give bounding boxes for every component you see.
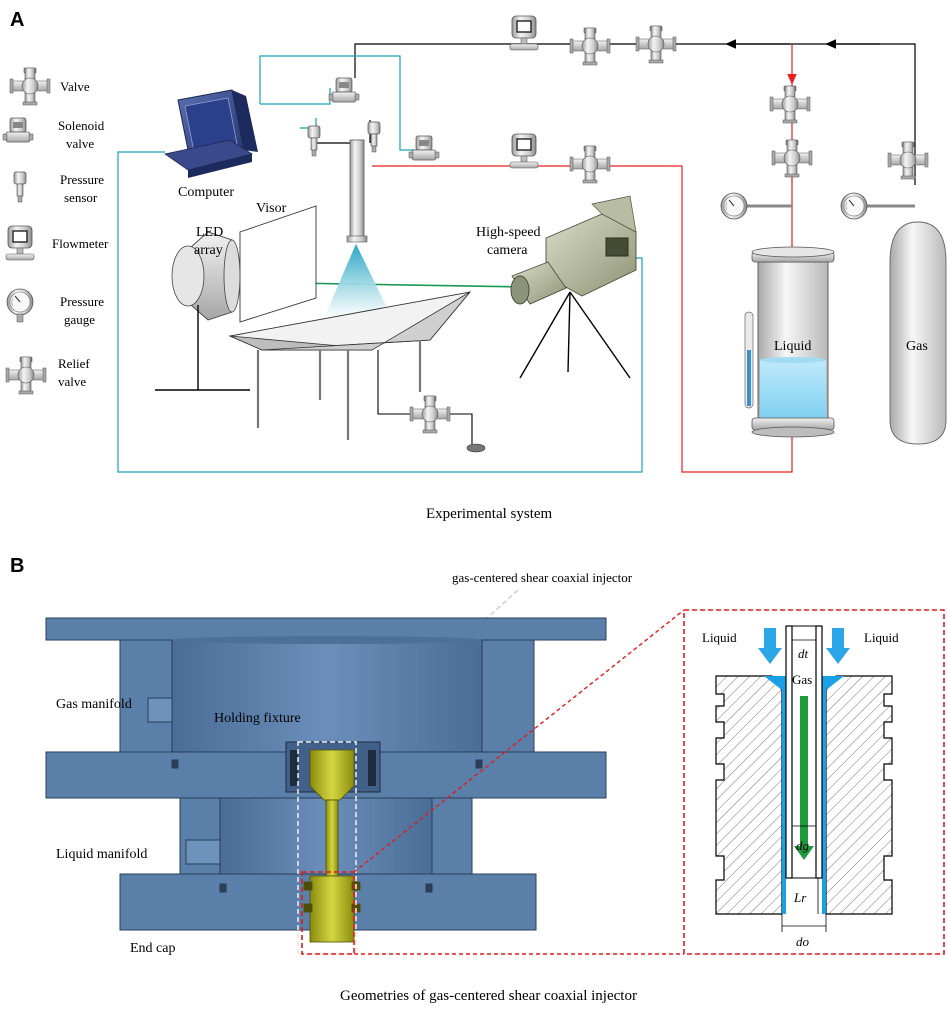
liquid-manifold-label: Liquid manifold	[56, 847, 147, 862]
injector-stem	[349, 139, 365, 241]
dim-do-label: do	[796, 934, 810, 949]
relief-valve-icon	[5, 356, 47, 395]
gas-line	[315, 39, 916, 185]
gas-manifold-label: Gas manifold	[56, 697, 132, 712]
camera-label: High-speed camera	[476, 225, 544, 258]
legend-label-pressure-gauge: Pressure gauge	[60, 294, 107, 327]
injector-title-label: gas-centered shear coaxial injector	[452, 570, 633, 585]
panel-b-caption: Geometries of gas-centered shear coaxial…	[340, 988, 637, 1004]
flowmeter-icon	[5, 225, 35, 261]
pressure-sensor-icon	[13, 171, 27, 203]
visor-label: Visor	[256, 201, 287, 216]
valve-icon	[9, 67, 51, 106]
detail-source-box	[301, 871, 355, 955]
gas-valve	[887, 141, 929, 180]
signal-lines	[117, 55, 643, 473]
legend-label-pressure-sensor: Pressure sensor	[60, 172, 107, 205]
computer-label: Computer	[178, 185, 234, 200]
high-speed-camera	[510, 195, 637, 379]
legend-label-solenoid-valve: Solenoid valve	[58, 118, 107, 151]
led-array	[155, 231, 250, 391]
liquid-valve	[771, 139, 813, 178]
liquid-tank	[744, 246, 835, 438]
gas-cylinder-label: Gas	[906, 339, 928, 354]
legend-label-valve: Valve	[60, 79, 90, 94]
top-valve-2	[635, 25, 677, 64]
dim-dt-label: dt	[798, 646, 809, 661]
solenoid-valve-top	[328, 77, 360, 103]
spray-cone	[324, 244, 392, 318]
visor	[239, 205, 317, 323]
liquid-tank-label: Liquid	[774, 339, 811, 354]
mid-flowmeter	[509, 133, 539, 169]
panel-a-caption: Experimental system	[426, 506, 553, 522]
top-flowmeter	[509, 15, 539, 51]
liquid-pressure-gauge	[720, 192, 748, 220]
legend-label-relief-valve: Relief valve	[58, 356, 93, 389]
injector-core	[303, 749, 361, 943]
detail-liquid-left-label: Liquid	[702, 630, 737, 645]
pressure-gauge-icon	[6, 288, 34, 323]
gas-pressure-gauge	[840, 192, 868, 220]
panel-b-letter: B	[10, 555, 24, 577]
solenoid-valve-liquid	[408, 135, 440, 161]
led-array-label: LED array	[194, 225, 227, 258]
end-cap-label: End cap	[130, 941, 175, 956]
solenoid-valve-icon	[2, 117, 34, 143]
legend: Valve Solenoid valve Pressure sensor Flo…	[2, 67, 109, 395]
dim-dg-label: dg	[796, 838, 810, 853]
computer	[164, 89, 258, 178]
liquid-relief-valve	[769, 85, 811, 124]
collector-tray	[228, 291, 472, 440]
top-valve-1	[569, 27, 611, 66]
mid-valve	[569, 145, 611, 184]
detail-view	[715, 625, 893, 932]
dim-lr-label: Lr	[793, 890, 807, 905]
panel-a-letter: A	[10, 9, 24, 31]
gas-cylinder	[889, 221, 947, 445]
detail-liquid-right-label: Liquid	[864, 630, 899, 645]
detail-gas-label: Gas	[792, 672, 812, 687]
drain-valve	[409, 395, 451, 434]
holding-fixture-label: Holding fixture	[214, 711, 301, 726]
pressure-sensor-left	[307, 125, 321, 157]
detail-leader	[353, 609, 685, 873]
legend-label-flowmeter: Flowmeter	[52, 236, 109, 251]
